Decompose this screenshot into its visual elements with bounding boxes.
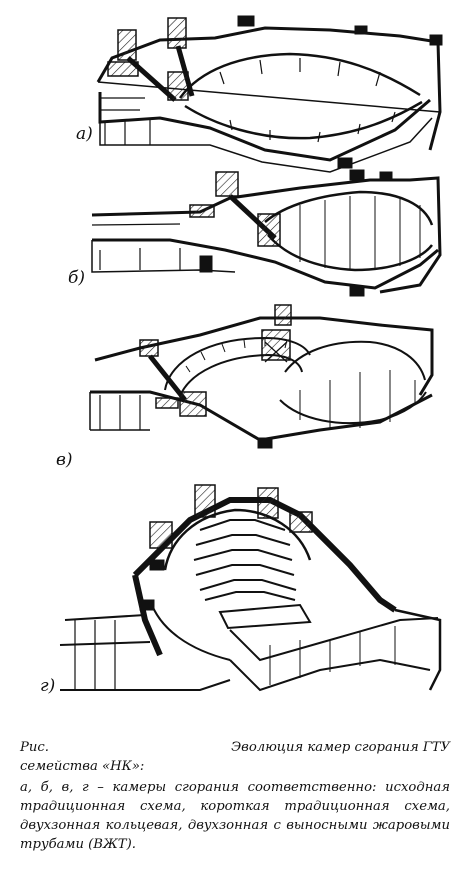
panel-label-a: а) xyxy=(76,124,93,144)
panel-label-g: г) xyxy=(40,676,56,696)
combustor-drawing-b xyxy=(91,169,442,297)
combustor-drawing-v xyxy=(89,304,434,449)
caption-description: а, б, в, г – камеры сгорания соответстве… xyxy=(20,780,450,852)
figure-caption: Рис. Эволюция камер сгорания ГТУ семейст… xyxy=(20,738,450,854)
panel-label-v: в) xyxy=(56,450,73,470)
caption-title-part1: Эволюция камер сгорания ГТУ xyxy=(231,740,450,755)
panel-label-b: б) xyxy=(68,268,86,288)
combustor-drawing-a xyxy=(96,15,443,173)
caption-prefix: Рис. xyxy=(20,740,49,755)
combustor-drawing-g xyxy=(59,484,442,692)
caption-title-part2: семейства «НК»: xyxy=(20,759,145,774)
